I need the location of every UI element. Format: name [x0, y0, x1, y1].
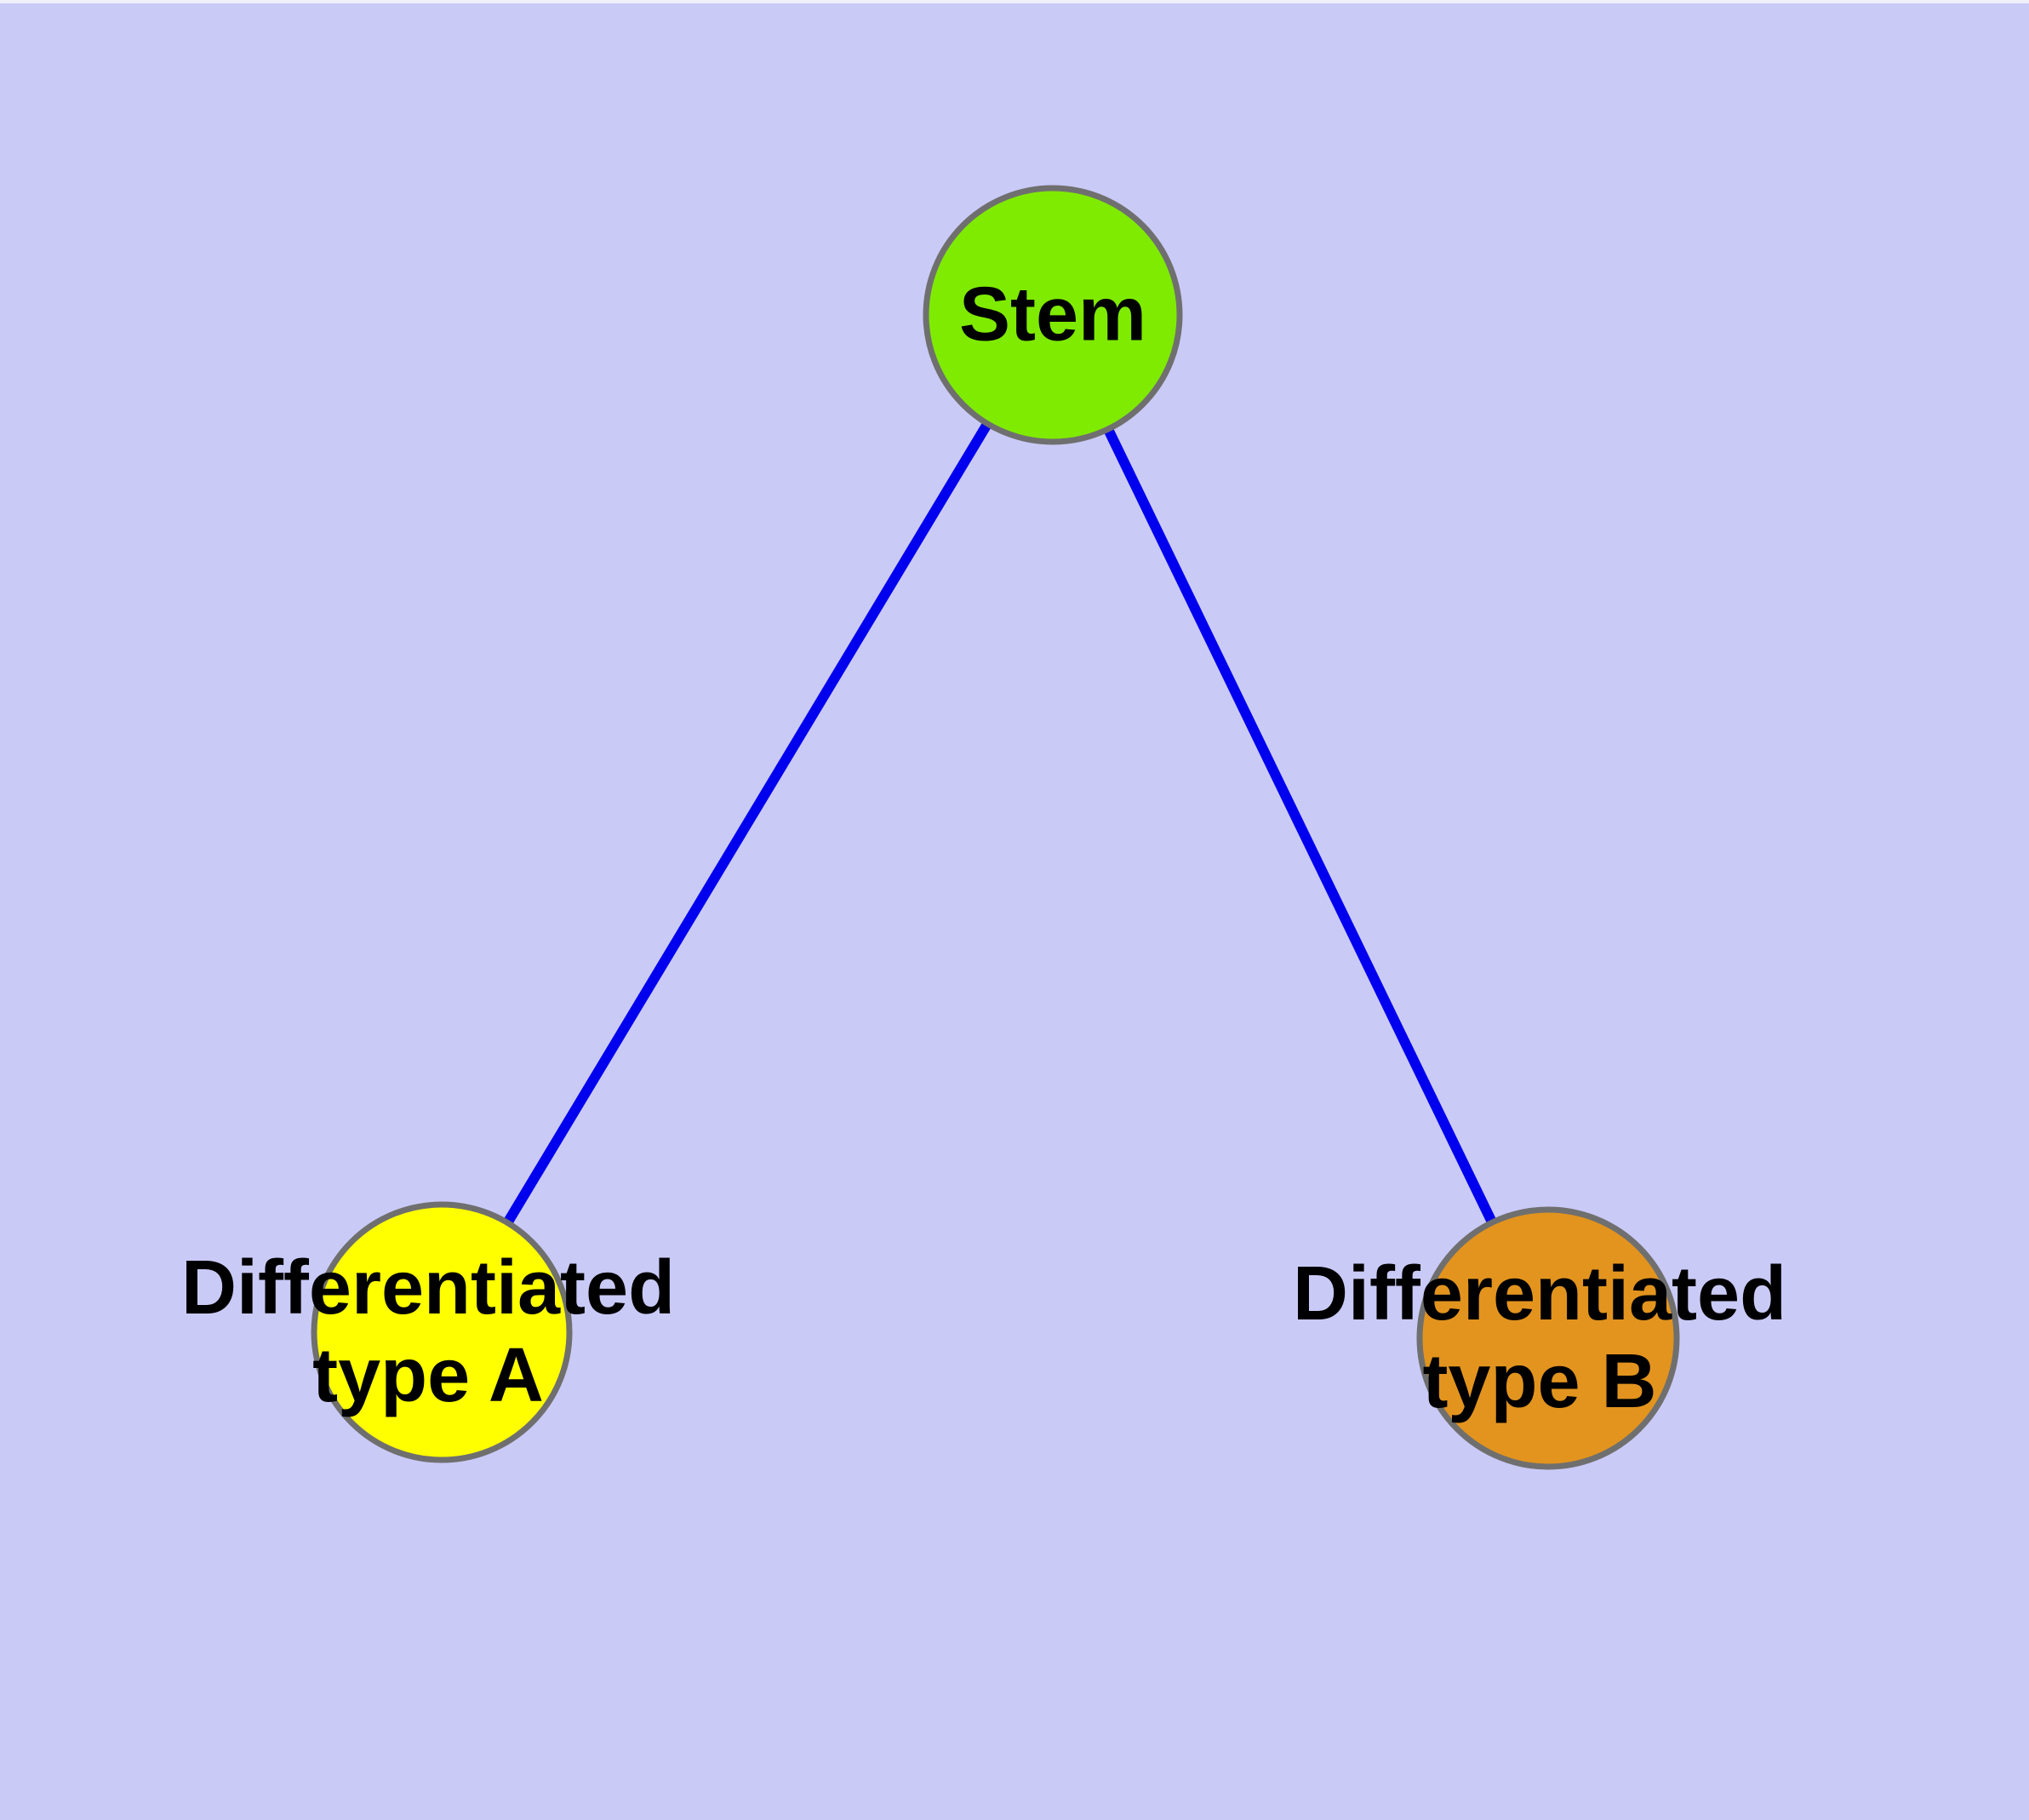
differentiated-type-b-node-circle [1416, 1206, 1680, 1470]
node-label-differentiated-type-a: Differentiated type A [181, 1245, 675, 1420]
stem-node-circle [923, 185, 1183, 445]
node-label-type-a-line-2: type A [312, 1333, 544, 1418]
top-margin-strip [0, 0, 2029, 3]
node-label-type-b-line-2: type B [1422, 1339, 1657, 1424]
differentiated-type-a-node-circle [311, 1201, 573, 1463]
node-label-differentiated-type-b: Differentiated type B [1293, 1251, 1786, 1426]
edge-stem-to-type-a [437, 312, 1058, 1336]
node-label-stem: Stem [959, 272, 1146, 359]
edge-stem-to-type-b [1048, 312, 1553, 1341]
node-label-type-b-line-1: Differentiated [1292, 1251, 1787, 1336]
node-label-type-a-line-1: Differentiated [180, 1245, 676, 1331]
node-label-stem-line-1: Stem [958, 272, 1147, 358]
